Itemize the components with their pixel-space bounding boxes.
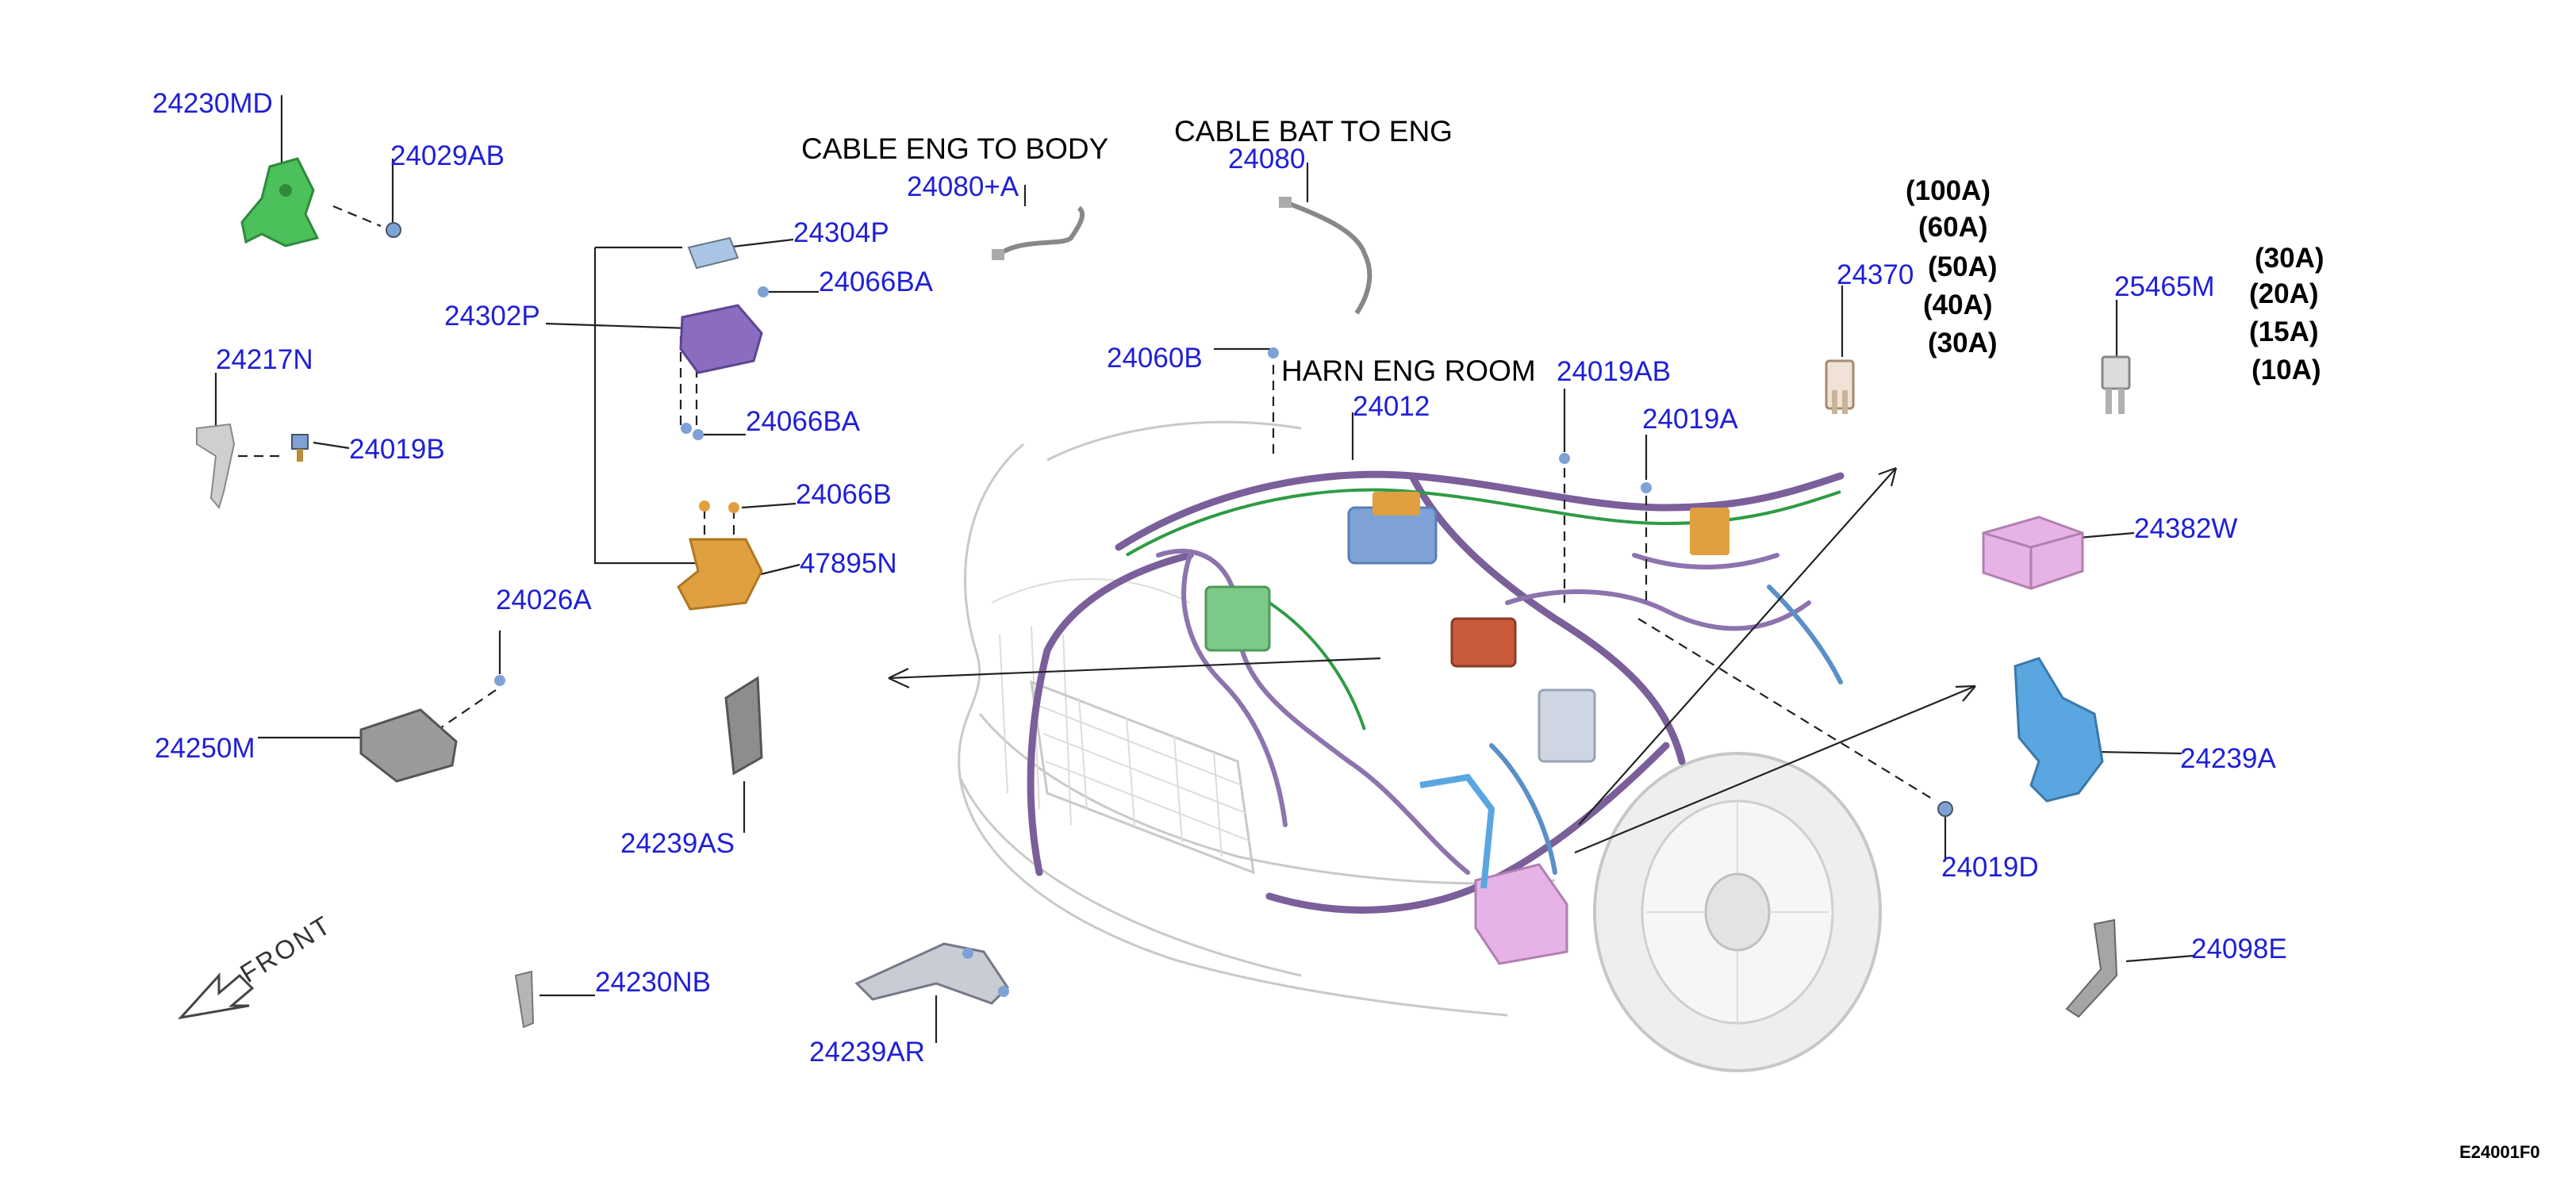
grille [1030,680,1255,875]
front-direction-indicator: FRONT [177,909,337,1020]
part-24098E-illustration [2065,918,2118,1018]
part-label-24370: 24370 [1837,259,1914,290]
harness-blue-bracket [1419,773,1495,889]
part-label-24066BA-lower: 24066BA [746,406,861,437]
part-label-24302P: 24302P [444,301,540,332]
part-label-24019B: 24019B [349,434,445,465]
part-label-24080: 24080 [1228,144,1305,174]
part-24080A-illustration [992,205,1085,260]
harness-relay-block [1347,506,1438,565]
part-24019A-illustration [1641,482,1652,493]
part-24066BA-illustration [681,286,769,440]
part-24026A-illustration [494,675,505,686]
part-label-24239A: 24239A [2180,743,2276,774]
part-label-24019D: 24019D [1941,852,2039,883]
header-cable-eng-to-body: CABLE ENG TO BODY [801,132,1108,165]
part-label-24029AB: 24029AB [390,140,505,171]
part-24080-illustration [1279,197,1372,315]
part-label-24080A: 24080+A [907,171,1019,202]
part-label-47895N: 47895N [800,548,897,579]
part-24370-illustration [1825,359,1855,414]
part-label-24098E: 24098E [2191,934,2287,964]
harness-green-bracket [1204,585,1271,652]
part-24230MD-illustration [240,157,320,247]
front-tire [1593,752,1882,1072]
part-label-24066B: 24066B [796,479,892,510]
part-24239AS-illustration [724,676,763,776]
part-24019AB-illustration [1559,453,1570,464]
part-label-24217N: 24217N [216,344,313,375]
leader-lines [214,95,2194,1043]
part-24060B-illustration [1268,347,1279,358]
part-24029AB-illustration [386,222,401,238]
part-label-24304P: 24304P [793,217,889,248]
part-24302P-illustration [679,304,763,374]
fuse-rating: (60A) [1918,212,1988,243]
header-cable-bat-to-eng: CABLE BAT TO ENG [1174,115,1453,148]
fuse-rating: (30A) [2255,243,2325,274]
front-label: FRONT [235,909,337,988]
part-label-24250M: 24250M [155,733,255,764]
part-label-24012: 24012 [1353,391,1430,422]
fuse-rating: (20A) [2249,278,2319,309]
part-label-24019A: 24019A [1642,404,1738,435]
part-24239A-illustration [2014,657,2104,803]
part-24304P-illustration [687,236,739,270]
part-25465M-illustration [2101,355,2131,414]
fuse-rating: (40A) [1923,289,1993,320]
part-labels: 24230MD 24029AB 24080+A 24080 24304P 243… [152,88,2287,1068]
part-label-24239AS: 24239AS [620,828,735,859]
part-47895N-illustration [677,538,763,611]
harness-orange-bracket [1690,508,1729,555]
engine-room-harness [1027,470,1845,965]
part-24019B-illustration [291,434,309,462]
part-label-24019AB: 24019AB [1557,356,1671,387]
part-label-24230MD: 24230MD [152,88,273,119]
part-label-24239AR: 24239AR [809,1037,925,1068]
part-24239AR-illustration [854,942,1009,1005]
part-24382W-illustration [1982,516,2084,590]
harness-orange-clip [1372,492,1420,516]
part-label-25465M: 25465M [2114,271,2214,302]
part-24230NB-illustration [514,970,535,1029]
harness-relay-box-pink [1474,863,1568,965]
part-label-24060B: 24060B [1107,343,1203,374]
part-24066B-illustration [699,500,739,513]
part-label-24066BA-upper: 24066BA [819,266,934,297]
part-24217N-illustration [196,423,236,510]
fuse-rating: (50A) [1928,251,1998,282]
fuse-rating: (30A) [1928,328,1998,358]
vehicle-body-outline [958,420,1882,1072]
fuse-ratings-24370: (100A) (60A) (50A) (40A) (30A) [1906,175,1998,358]
part-label-24382W: 24382W [2134,513,2237,544]
fuse-rating: (15A) [2249,316,2319,347]
fuse-rating: (100A) [1906,175,1991,206]
harness-fuse-block [1450,617,1517,668]
part-label-24230NB: 24230NB [595,967,711,998]
part-24019D-illustration [1937,801,1953,817]
part-24250M-illustration [359,708,458,783]
fuse-rating: (10A) [2252,355,2321,385]
diagram-code: E24001F0 [2459,1142,2540,1162]
header-harn-eng-room: HARN ENG ROOM [1281,355,1536,387]
harness-connector-cluster [1538,688,1596,763]
fuse-ratings-25465M: (30A) (20A) (15A) (10A) [2249,243,2325,385]
part-label-24026A: 24026A [496,585,592,615]
